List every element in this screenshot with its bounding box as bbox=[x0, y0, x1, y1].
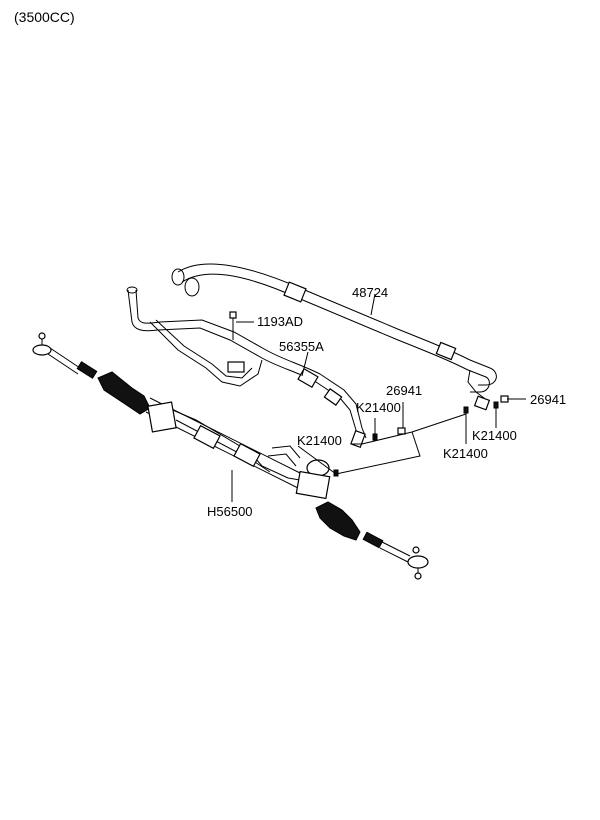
bolt-1193ad bbox=[229, 311, 237, 340]
steering-gear-box bbox=[32, 332, 429, 580]
callout-k21400-left: K21400 bbox=[297, 433, 342, 448]
callout-26941-right: 26941 bbox=[530, 392, 566, 407]
callout-k21400-right-lower: K21400 bbox=[443, 446, 488, 461]
engine-variant-label: (3500CC) bbox=[14, 9, 75, 25]
callout-48724: 48724 bbox=[352, 285, 388, 300]
callout-1193ad: 1193AD bbox=[257, 314, 303, 329]
callout-h56500: H56500 bbox=[207, 504, 253, 519]
callout-k21400-right-upper: K21400 bbox=[472, 428, 517, 443]
return-hose bbox=[171, 263, 497, 411]
pressure-hose bbox=[126, 286, 367, 449]
fitting-left-26941 bbox=[397, 427, 406, 435]
callout-26941-left: 26941 bbox=[386, 383, 422, 398]
leader-lines bbox=[231, 293, 526, 502]
callout-56355a: 56355A bbox=[279, 339, 324, 354]
callout-k21400-upper: K21400 bbox=[356, 400, 401, 415]
fitting-right-26941 bbox=[500, 395, 509, 403]
